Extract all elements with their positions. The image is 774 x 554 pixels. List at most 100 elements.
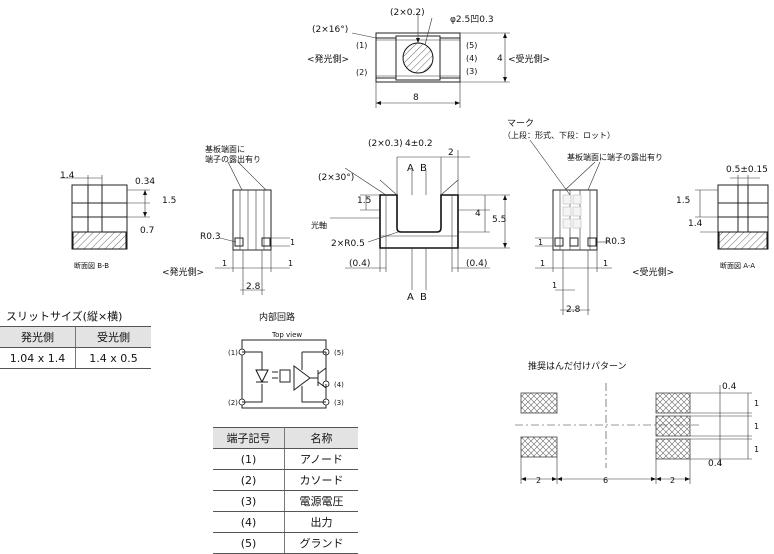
slit-header-receiver: 受光側 (75, 326, 151, 348)
dim-2: 2 (448, 148, 454, 158)
radius-label: R0.3 (200, 232, 221, 242)
table-row: (1) アノード (213, 448, 358, 470)
slot-width-label: (2×0.3) (368, 139, 403, 149)
dim-1-4: 1.4 (60, 171, 75, 181)
dim-1-vert: 1 (290, 238, 295, 247)
table-row: (4) 出力 (213, 511, 358, 533)
table-row: (5) グランド (213, 532, 358, 554)
pin-3-label: (3) (466, 67, 477, 76)
circuit-pin-3: (3) (334, 399, 344, 407)
table-row: (2) カソード (213, 469, 358, 491)
dim-1-5: 1.5 (162, 196, 176, 206)
pin-5-label: (5) (466, 41, 477, 50)
mark-label: マーク (507, 118, 534, 129)
section-a-bottom: A (407, 292, 414, 303)
section-a-top: A (407, 163, 414, 174)
side-label: <受光側> (632, 266, 674, 278)
dim-0-7: 0.7 (140, 226, 154, 236)
terminal-note: 基板端面に端子の露出有り (567, 152, 663, 162)
dim-1-a: 1 (754, 399, 759, 408)
dim-1-vert: 1 (538, 238, 543, 247)
circuit-pin-1: (1) (228, 349, 238, 357)
dim-0-34: 0.34 (135, 177, 155, 187)
angle-label: (2×16°) (312, 25, 348, 35)
section-aa-caption: 断面図 A-A (720, 261, 755, 270)
dim-04-right: (0.4) (466, 259, 487, 269)
radius-label: R0.3 (605, 237, 626, 247)
dim-1-left: 1 (540, 259, 545, 268)
height-4-label: 4 (497, 54, 503, 64)
dim-1-5: 1.5 (357, 196, 371, 206)
right-side-view: マーク （上段：形式、下段：ロット） 基板端面に端子の露出有り R0.3 1 1… (503, 118, 674, 315)
top-view-label: Top view (271, 331, 302, 339)
pin-name: グランド (284, 532, 358, 554)
pin-name: 出力 (284, 511, 358, 533)
pin-name: 電源電圧 (284, 490, 358, 512)
pin-symbol: (4) (213, 511, 285, 533)
section-a-a: 0.5±0.15 1.5 1.4 断面図 A-A (676, 165, 769, 270)
pin-header-name: 名称 (284, 427, 358, 449)
pin-4-label: (4) (466, 54, 477, 63)
circuit-pin-2: (2) (228, 399, 238, 407)
slit-size-table: 発光側 受光側 1.04 x 1.4 1.4 x 0.5 (0, 326, 151, 369)
pin-header-symbol: 端子記号 (213, 427, 285, 449)
top-view: (2×16°) (2×0.2) φ2.5凹0.3 <発光側> <受光側> (1)… (307, 8, 550, 108)
dim-1-left: 1 (222, 259, 227, 268)
pin-symbol: (3) (213, 490, 285, 512)
slit-header-emitter: 発光側 (0, 326, 76, 348)
dim-05-015: 0.5±0.15 (726, 165, 768, 175)
dim-1-b: 1 (754, 422, 759, 431)
pin-symbol: (5) (213, 532, 285, 554)
dim-1-4: 1.4 (688, 219, 703, 229)
pin-1-label: (1) (356, 41, 367, 50)
left-side-view: 基板端面に 端子の露出有り R0.3 1 1 1 2.8 <発光側> (162, 144, 295, 295)
dim-1-5: 1.5 (676, 196, 690, 206)
dim-2-8: 2.8 (566, 305, 581, 315)
dim-4-02: 4±0.2 (405, 139, 433, 149)
dim-5-5: 5.5 (492, 215, 506, 225)
pin-name: カソード (284, 469, 358, 491)
circuit-title: 内部回路 (259, 311, 295, 323)
slit-value-emitter: 1.04 x 1.4 (0, 347, 76, 369)
section-b-bottom: B (420, 292, 427, 303)
solder-pattern: 推奨はんだ付けパターン 0.4 0.4 1 1 1 2 6 2 (515, 360, 759, 485)
pattern-title: 推奨はんだ付けパターン (528, 360, 627, 372)
dim-04-bottom: 0.4 (708, 459, 723, 469)
slit-value-receiver: 1.4 x 0.5 (75, 347, 151, 369)
dim-2-left: 2 (536, 476, 541, 485)
pin-symbol: (2) (213, 469, 285, 491)
emitter-side-label: <発光側> (307, 53, 349, 65)
front-view: (2×0.3) 4±0.2 2 A B A B (2×30°) 1.5 光軸 4… (311, 139, 510, 303)
slit-size-title: スリットサイズ(縦×横) (6, 310, 123, 323)
note-line-1: 基板端面に (205, 144, 245, 154)
table-row: (3) 電源電圧 (213, 490, 358, 512)
receiver-side-label: <受光側> (508, 53, 550, 65)
width-8-label: 8 (413, 93, 419, 103)
dim-2-right: 2 (670, 476, 675, 485)
light-axis-label: 光軸 (311, 220, 327, 230)
internal-circuit: 内部回路 Top view (1) (2) (3) (4) (5) (228, 311, 344, 409)
section-b-top: B (420, 163, 427, 174)
hole-label: φ2.5凹0.3 (450, 15, 494, 25)
pad-width-label: (2×0.2) (390, 8, 425, 18)
dim-04-top: 0.4 (722, 382, 737, 392)
dim-04-left: (0.4) (349, 259, 370, 269)
angle-30: (2×30°) (318, 173, 354, 183)
circuit-pin-5: (5) (334, 349, 344, 357)
dim-1-right: 1 (288, 259, 293, 268)
dim-2-8: 2.8 (246, 282, 261, 292)
pin-table: 端子記号 名称 (1) アノード (2) カソード (3) 電源電圧 (4) 出… (213, 427, 358, 554)
side-label: <発光側> (162, 266, 204, 278)
circuit-pin-4: (4) (334, 381, 344, 389)
section-b-b: 1.4 0.34 1.5 0.7 断面図 B-B (60, 171, 176, 270)
dim-4: 4 (475, 209, 481, 219)
section-bb-caption: 断面図 B-B (74, 261, 109, 270)
radius-05: 2×R0.5 (331, 239, 365, 249)
dim-1-right: 1 (603, 259, 608, 268)
pin-name: アノード (284, 448, 358, 470)
dim-6: 6 (603, 476, 608, 485)
dim-1-bottom: 1 (552, 281, 557, 290)
note-line-2: 端子の露出有り (205, 154, 261, 164)
pin-2-label: (2) (356, 68, 367, 77)
